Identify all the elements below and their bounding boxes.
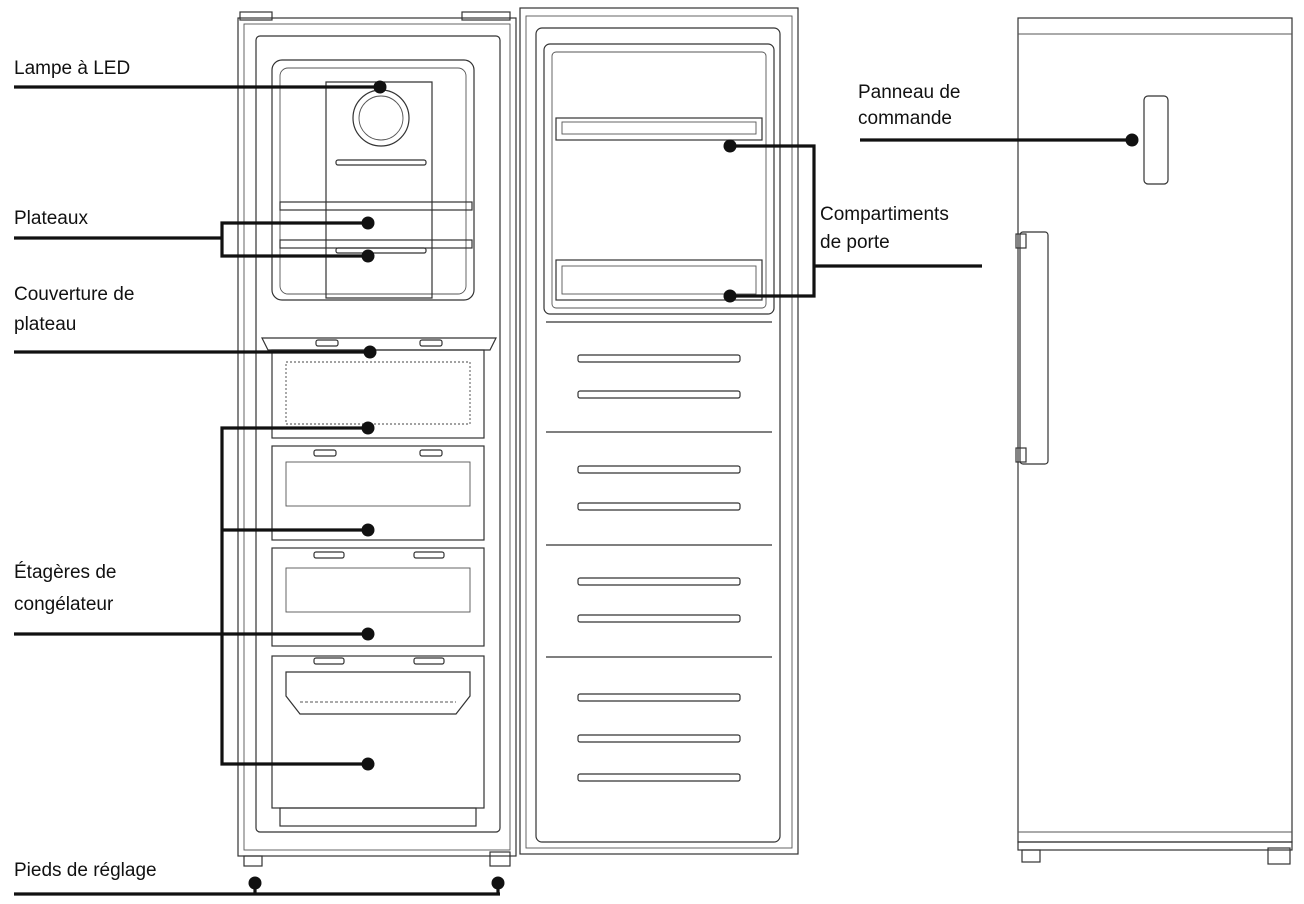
- door-ribs: [546, 321, 772, 782]
- door-handle: [1019, 231, 1049, 465]
- label-freezer-shelves-line2: congélateur: [14, 594, 114, 615]
- label-door-compartments-line2: de porte: [820, 232, 890, 253]
- label-adjustable-feet: Pieds de réglage: [14, 860, 157, 881]
- label-tray-cover-line1: Couverture de: [14, 284, 135, 305]
- control-panel-shape: [1143, 95, 1169, 185]
- label-freezer-shelves-line1: Étagères de: [14, 562, 117, 583]
- label-control-panel-line2: commande: [858, 108, 952, 129]
- freezer-cabinet: [237, 11, 517, 867]
- label-led-lamp: Lampe à LED: [14, 58, 131, 79]
- leader-lines: [14, 80, 1139, 896]
- label-door-compartments-line1: Compartiments: [820, 204, 949, 225]
- label-tray-cover-line2: plateau: [14, 314, 77, 335]
- label-control-panel-line1: Panneau de: [858, 82, 961, 103]
- freezer-door-inside: [519, 7, 799, 855]
- freezer-closed: [1015, 17, 1293, 865]
- label-trays: Plateaux: [14, 208, 88, 229]
